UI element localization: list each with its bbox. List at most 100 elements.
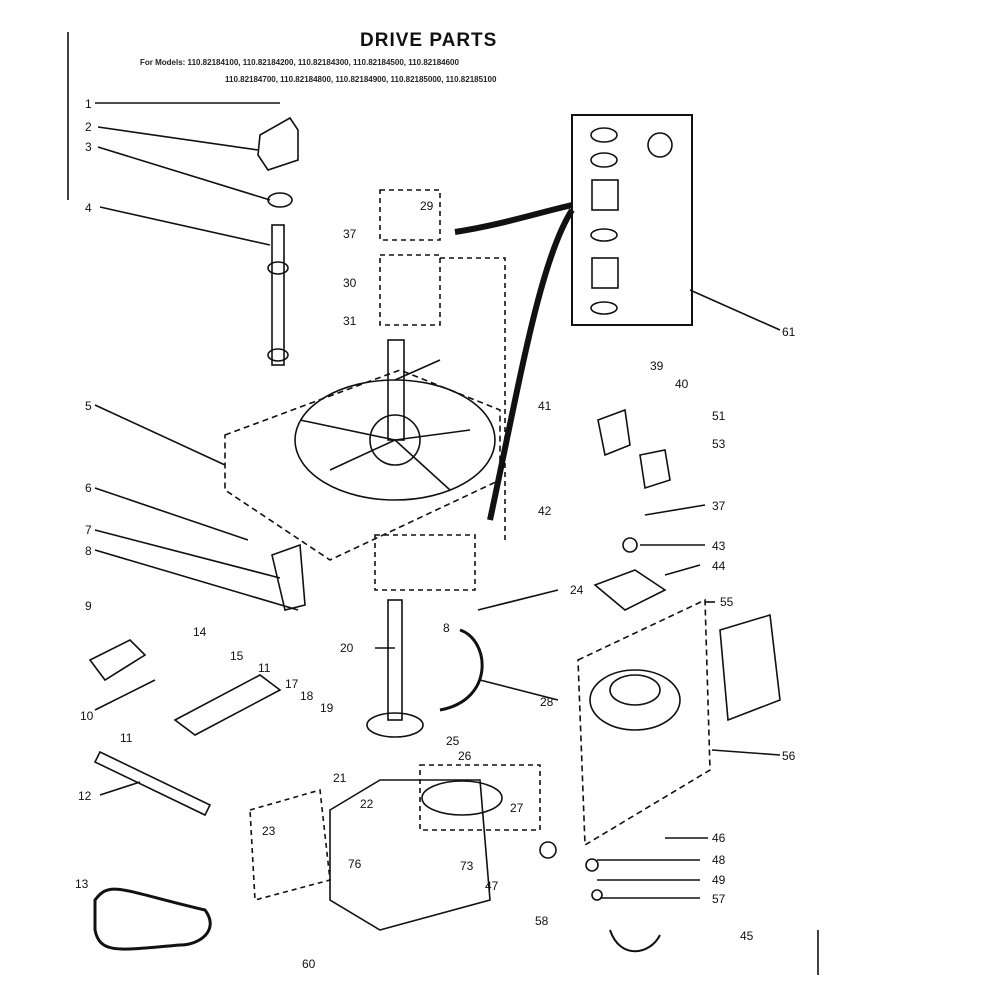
inset-washer-1 (590, 127, 618, 143)
callout: 1 (85, 97, 92, 111)
hub-center (369, 414, 421, 466)
box-23 (249, 788, 331, 902)
bracket-44 (593, 569, 667, 611)
inset-spring-1 (591, 179, 619, 211)
callout: 23 (262, 824, 276, 838)
callout: 49 (712, 873, 726, 887)
callout: 73 (460, 859, 474, 873)
arrow-to-lower-box (487, 208, 575, 521)
callout: 24 (570, 583, 584, 597)
inset-box-61 (571, 114, 693, 326)
inset-spring-2 (591, 257, 619, 289)
pulley-gear (366, 712, 424, 738)
callout: 5 (85, 399, 92, 413)
inset-washer-4 (590, 301, 618, 315)
callout: 17 (285, 677, 299, 691)
callout: 43 (712, 539, 726, 553)
detail-box-60 (374, 534, 476, 591)
callout: 11 (258, 661, 271, 675)
pulley-26 (421, 780, 503, 816)
bracket-part-9 (88, 639, 147, 682)
shaft-rod (271, 224, 285, 366)
callout: 13 (75, 877, 89, 891)
callout: 22 (360, 797, 374, 811)
callout: 2 (85, 120, 92, 134)
motor-pulley (609, 674, 661, 706)
drive-belt-13 (93, 887, 212, 951)
callout: 47 (485, 879, 499, 893)
motor-box (577, 598, 711, 847)
callout: 57 (712, 892, 726, 906)
motor-housing (589, 669, 681, 731)
callout: 7 (85, 523, 92, 537)
gearcase-housing (329, 779, 491, 931)
callout: 21 (333, 771, 347, 785)
callout: 10 (80, 709, 94, 723)
callout: 76 (348, 857, 362, 871)
arrow-to-top-box (454, 202, 573, 235)
callout: 27 (510, 801, 524, 815)
callout: 61 (782, 325, 796, 339)
clutch-lever-15 (173, 674, 282, 736)
collar-lower (267, 348, 289, 362)
callout: 37 (343, 227, 357, 241)
callout: 40 (675, 377, 689, 391)
bracket-40 (597, 408, 631, 457)
callout: 55 (720, 595, 734, 609)
clamp-57 (609, 929, 661, 953)
callout: 9 (85, 599, 92, 613)
callout: 14 (193, 625, 207, 639)
callout: 8 (85, 544, 92, 558)
callout-numbers: 1 2 3 4 5 6 7 8 9 10 11 12 13 14 15 11 1… (75, 97, 796, 971)
callout: 3 (85, 140, 92, 154)
spring-bar-12 (93, 750, 212, 817)
callout: 41 (538, 399, 552, 413)
link-part-7 (271, 543, 306, 611)
callout: 46 (712, 831, 726, 845)
callout: 53 (712, 437, 726, 451)
callout: 39 (650, 359, 664, 373)
nut-49 (591, 889, 603, 901)
detail-box-31 (379, 254, 441, 326)
collar-part-4 (267, 261, 289, 275)
base-plate-dashed-outline (224, 369, 501, 561)
box-27 (419, 764, 541, 831)
callout: 25 (446, 734, 460, 748)
models-line-1: For Models: 110.82184100, 110.82184200, … (140, 58, 459, 67)
callout: 51 (712, 409, 726, 423)
callout: 44 (712, 559, 726, 573)
callout: 20 (340, 641, 354, 655)
inset-washer-2 (590, 152, 618, 168)
callout: 48 (712, 853, 726, 867)
callout: 45 (740, 929, 754, 943)
diagram-title: DRIVE PARTS (360, 30, 498, 51)
callout: 60 (302, 957, 316, 971)
bracket-part-2 (257, 116, 299, 171)
washer-43 (622, 537, 638, 553)
hub-spokes (299, 359, 471, 491)
callout: 11 (120, 731, 133, 745)
callout: 18 (300, 689, 314, 703)
callout: 42 (538, 504, 552, 518)
callout: 19 (320, 701, 334, 715)
bushing-part-3 (267, 192, 293, 208)
callout: 29 (420, 199, 434, 213)
cap-47 (539, 841, 557, 859)
callout: 12 (78, 789, 92, 803)
callout: 30 (343, 276, 357, 290)
agitator-shaft (387, 339, 405, 441)
callout: 56 (782, 749, 796, 763)
callout: 8 (443, 621, 450, 635)
callout: 6 (85, 481, 92, 495)
washer-48 (585, 858, 599, 872)
models-line-2: 110.82184700, 110.82184800, 110.82184900… (225, 75, 497, 84)
callout: 26 (458, 749, 472, 763)
lower-shaft-20 (387, 599, 403, 721)
cover-55 (719, 613, 781, 722)
callout: 15 (230, 649, 244, 663)
callout: 4 (85, 201, 92, 215)
callout: 37 (712, 499, 726, 513)
detail-box-29 (379, 189, 441, 241)
